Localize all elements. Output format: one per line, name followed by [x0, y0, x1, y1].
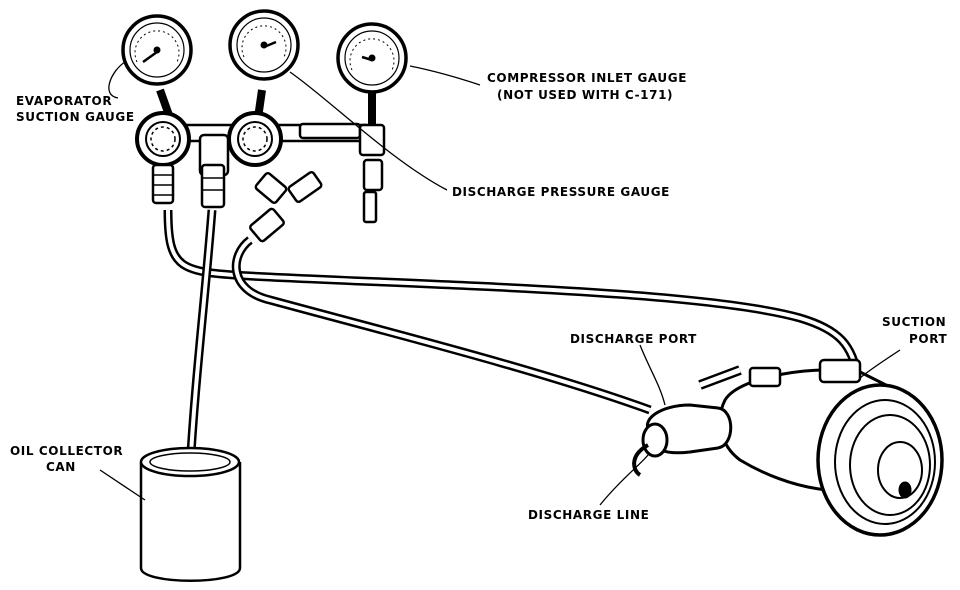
leader-lines [99, 61, 901, 506]
center-fitting [200, 163, 226, 209]
oil-collector-can [139, 446, 242, 582]
label-compressor-inlet-line2: (NOT USED WITH C-171) [497, 88, 673, 102]
label-evaporator-line2: SUCTION GAUGE [16, 110, 135, 124]
label-discharge-pressure-gauge: DISCHARGE PRESSURE GAUGE [452, 185, 670, 199]
label-suction-line2: PORT [909, 332, 947, 346]
label-compressor-inlet-line1: COMPRESSOR INLET GAUGE [487, 71, 687, 85]
label-suction-line1: SUCTION [882, 315, 946, 329]
compressor-inlet-gauge [336, 22, 408, 125]
inlet-fitting [358, 123, 386, 224]
label-oil-collector-line1: OIL COLLECTOR [10, 444, 123, 458]
compressor [632, 358, 944, 537]
label-discharge-port: DISCHARGE PORT [570, 332, 697, 346]
label-evaporator-line1: EVAPORATOR [16, 94, 112, 108]
label-discharge-line: DISCHARGE LINE [528, 508, 649, 522]
labels: EVAPORATOR SUCTION GAUGE COMPRESSOR INLE… [10, 71, 947, 522]
discharge-pressure-gauge [228, 9, 300, 119]
hoses [163, 209, 863, 471]
discharge-fittings [249, 170, 323, 243]
right-valve-knob [227, 111, 283, 167]
left-valve-knob [135, 111, 191, 205]
label-oil-collector-line2: CAN [46, 460, 76, 474]
discharge-hose [231, 236, 652, 415]
evaporator-suction-gauge [121, 14, 193, 120]
